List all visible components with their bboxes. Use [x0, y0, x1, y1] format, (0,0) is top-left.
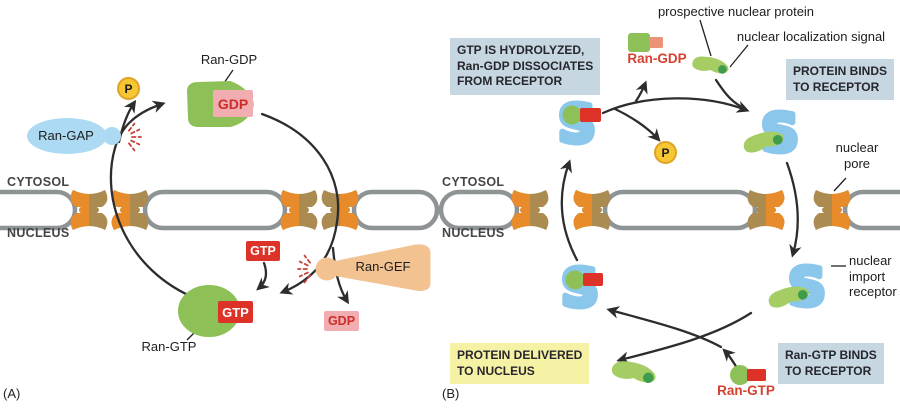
callout-line: GTP IS HYDROLYZED, — [457, 43, 585, 57]
cytosol-label-b: CYTOSOL — [442, 175, 505, 189]
callout-line: TO RECEPTOR — [785, 363, 872, 378]
arrow-protein-binding — [714, 78, 742, 108]
branch-arrow-phosphate-b — [613, 107, 661, 142]
label-line: nuclear — [835, 140, 879, 155]
ran-gap-enzyme — [27, 118, 142, 154]
pointer-nls — [729, 44, 749, 68]
ran-gef-enzyme — [297, 244, 431, 291]
gdp-bound-badge: GDP — [213, 90, 253, 117]
callout-line: FROM RECEPTOR — [457, 74, 563, 89]
arrow-protein-delivery — [616, 311, 753, 364]
arrow-import-through-pore — [785, 161, 802, 258]
panel-tag-a: (A) — [3, 386, 21, 401]
ran-protein — [562, 105, 582, 125]
arrow-rangtp-input — [722, 348, 739, 370]
import-receptor-with-rangtp-nucleus: S — [558, 256, 603, 322]
label-line: nuclear — [849, 253, 892, 268]
arrow-receptor-to-rangtp-state — [606, 306, 723, 349]
cytosol-label-a: CYTOSOL — [7, 175, 70, 189]
callout-line: Ran-GDP DISSOCIATES — [457, 58, 594, 73]
nls-label: nuclear localization signal — [736, 29, 886, 44]
arrow-receptor-recycle-top — [601, 97, 750, 115]
ran-gdp-label-a: Ran-GDP — [200, 52, 258, 67]
pointer-prospective-protein — [699, 19, 712, 57]
gdp-free-badge: GDP — [324, 311, 359, 331]
gtp-bound-badge: GTP — [218, 301, 253, 323]
delivered-protein — [610, 357, 658, 387]
ran-gdp-molecule-b — [628, 33, 663, 52]
nuclear-envelope-a — [0, 189, 440, 231]
callout-line: TO RECEPTOR — [793, 79, 880, 94]
phosphate-icon-b: P — [654, 141, 677, 164]
ran-gef-label: Ran-GEF — [355, 259, 411, 274]
nuclear-envelope-b — [438, 189, 900, 231]
import-receptor-with-cargo-nucleus: S — [766, 255, 829, 321]
ran-gap-label: Ran-GAP — [38, 128, 94, 143]
gtp-tab — [580, 108, 601, 122]
branch-arrow-ran-gdp-release — [634, 80, 648, 103]
label-line: pore — [843, 155, 871, 171]
nucleus-label-b: NUCLEUS — [442, 226, 505, 240]
cycle-arrow-gtp-to-gdp — [109, 100, 199, 301]
gtp-tab — [747, 369, 766, 381]
callout-line: PROTEIN BINDS — [793, 64, 888, 78]
ran-gtp-label-b: Ran-GTP — [717, 383, 775, 398]
pointer-ran-gdp-a — [223, 69, 234, 84]
callout-rangtp-binds: Ran-GTP BINDS TO RECEPTOR — [778, 343, 884, 385]
nucleus-label-a: NUCLEUS — [7, 226, 70, 240]
import-receptor-with-cargo-cytosol: S — [741, 101, 802, 167]
receptor-s-shape: S — [561, 259, 598, 319]
callout-line: PROTEIN DELIVERED — [457, 348, 583, 362]
ran-gdp-label-b: Ran-GDP — [627, 51, 687, 66]
ran-protein — [565, 270, 585, 290]
gtp-tab — [583, 273, 603, 286]
gdp-tab — [649, 37, 663, 48]
panel-tag-b: (B) — [442, 386, 460, 401]
receptor-s-shape: S — [558, 95, 595, 155]
callout-line: Ran-GTP BINDS — [785, 348, 877, 362]
ran-gtp-label-a: Ran-GTP — [141, 339, 197, 354]
phosphate-icon-a: P — [117, 77, 140, 100]
catalysis-burst-icon — [128, 122, 142, 152]
ran-gtp-molecule-b — [730, 365, 766, 385]
arrow-export-through-pore — [560, 159, 579, 262]
callout-gtp-hydrolyzed: GTP IS HYDROLYZED, Ran-GDP DISSOCIATES F… — [450, 38, 601, 95]
arrow-gtp-input — [256, 261, 270, 291]
import-receptor-label: nuclear import receptor — [849, 253, 897, 300]
callout-protein-binds: PROTEIN BINDS TO RECEPTOR — [786, 59, 895, 101]
gtp-free-badge: GTP — [246, 241, 280, 261]
catalysis-burst-icon — [297, 254, 311, 284]
callout-protein-delivered: PROTEIN DELIVERED TO NUCLEUS — [450, 343, 590, 385]
callout-line: TO NUCLEUS — [457, 363, 535, 378]
nuclear-pore-label: nuclear pore — [827, 140, 887, 171]
branch-arrow-gdp-release — [331, 246, 349, 305]
import-receptor-with-rangtp-cytosol: S — [555, 92, 601, 158]
pointer-nuclear-pore — [833, 177, 847, 192]
label-line: import — [849, 268, 886, 284]
label-line: receptor — [849, 284, 897, 300]
prospective-protein-label: prospective nuclear protein — [657, 4, 815, 19]
